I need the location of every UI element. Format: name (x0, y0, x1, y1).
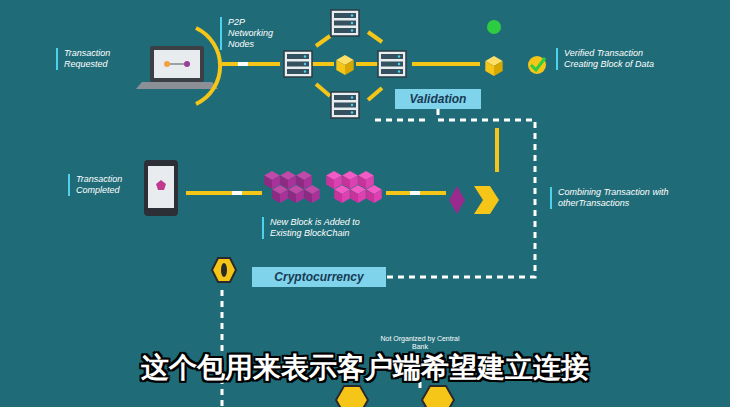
server-led (398, 70, 400, 72)
status-dot (487, 20, 501, 34)
server-slot (334, 103, 356, 108)
laptop-icon (136, 46, 218, 89)
cube-left (336, 60, 345, 75)
server-led (304, 70, 306, 72)
callout-label: Not Organized by Central Bank (380, 335, 460, 351)
server-rack (284, 51, 312, 77)
cube-right (374, 190, 382, 204)
cube-right (312, 190, 320, 204)
cube-left (334, 190, 342, 204)
server-rack (331, 10, 359, 36)
diamond (449, 186, 465, 214)
callout-label: Transaction Requested (56, 48, 128, 70)
coin-hexagons (212, 258, 454, 407)
callout-label: Verified Transaction Creating Block of D… (556, 48, 674, 70)
server-slot (287, 54, 309, 59)
callout-label: Combining Transaction with otherTransact… (550, 187, 676, 209)
server-icons (284, 10, 406, 118)
server-slot (334, 13, 356, 18)
phone-icon (144, 160, 178, 216)
server-led (304, 55, 306, 57)
server-led (351, 29, 353, 31)
callout-label: P2P Networking Nodes (220, 17, 292, 50)
server-slot (334, 110, 356, 115)
node-text: Validation (407, 92, 469, 106)
server-led (351, 22, 353, 24)
server-rack (378, 51, 406, 77)
server-slot (334, 95, 356, 100)
server-rack (331, 92, 359, 118)
cube-left (264, 176, 272, 190)
server-slot (287, 69, 309, 74)
chevron (474, 186, 499, 214)
callout-label: Transaction Completed (68, 174, 140, 196)
node-text: Cryptocurrency (264, 270, 374, 284)
cube-right (494, 61, 503, 76)
server-led (351, 111, 353, 113)
cube-right (280, 190, 288, 204)
server-led (398, 55, 400, 57)
server-slot (381, 62, 403, 67)
server-led (398, 63, 400, 65)
cube-right (342, 190, 350, 204)
dashed-connector (386, 109, 535, 277)
block-cubes (264, 55, 503, 203)
cube-right (358, 190, 366, 204)
server-led (304, 63, 306, 65)
arc (196, 28, 220, 104)
cube-left (485, 61, 494, 76)
server-slot (381, 54, 403, 59)
check-mark (528, 56, 546, 74)
cube-left (304, 190, 312, 204)
cube-left (366, 190, 374, 204)
cube-left (350, 190, 358, 204)
server-led (351, 14, 353, 16)
server-led (351, 96, 353, 98)
subtitle: 这个包用来表示客户端希望建立连接 (0, 351, 730, 385)
server-led (351, 104, 353, 106)
server-slot (334, 21, 356, 26)
crypto-band: Cryptocurrency (252, 267, 386, 287)
server-slot (381, 69, 403, 74)
network-lines (186, 32, 497, 193)
cube-left (288, 190, 296, 204)
cube-right (296, 190, 304, 204)
cube-left (326, 176, 334, 190)
validation-band: Validation (395, 89, 481, 109)
callout-label: New Block is Added to Existing BlockChai… (262, 217, 374, 239)
server-slot (334, 28, 356, 33)
cube-left (272, 190, 280, 204)
cube-right (345, 60, 354, 75)
line-marks (232, 62, 420, 195)
server-slot (287, 62, 309, 67)
